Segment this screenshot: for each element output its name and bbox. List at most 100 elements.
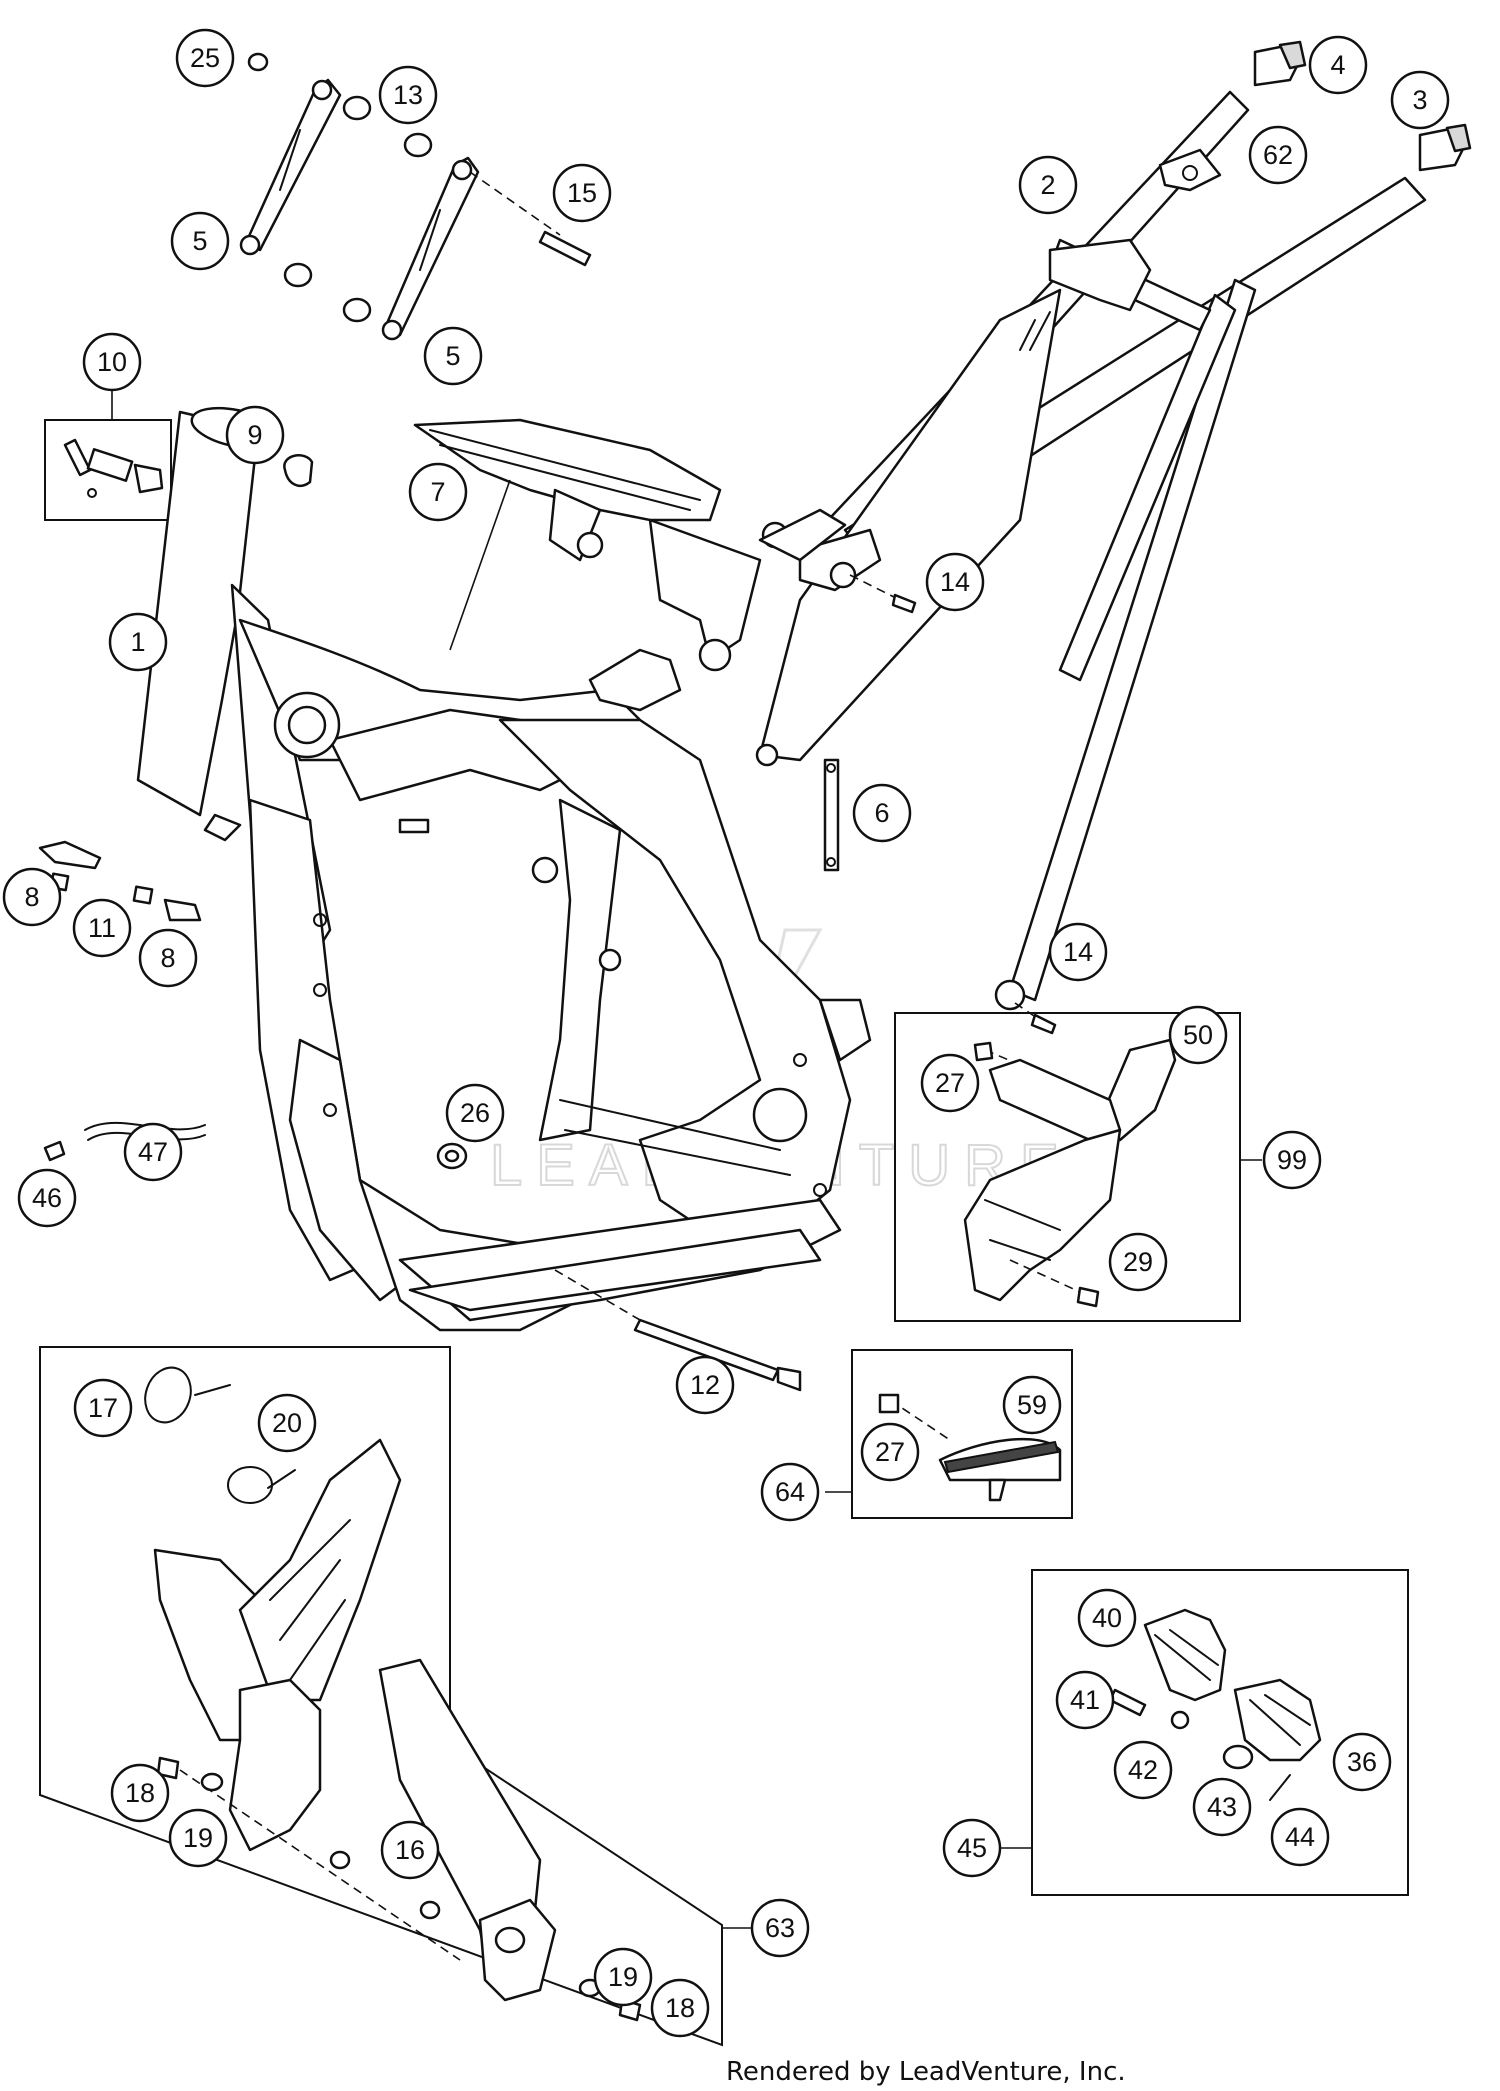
callout-15: 15 <box>552 163 612 223</box>
callout-44: 44 <box>1270 1807 1330 1867</box>
svg-text:19: 19 <box>608 1962 638 1992</box>
svg-text:8: 8 <box>24 882 39 912</box>
svg-text:46: 46 <box>32 1183 62 1213</box>
callout-9: 9 <box>225 405 285 465</box>
callout-7: 7 <box>408 462 468 522</box>
svg-text:43: 43 <box>1207 1792 1237 1822</box>
callout-11: 11 <box>72 898 132 958</box>
callout-40: 40 <box>1077 1588 1137 1648</box>
callout-62: 62 <box>1248 125 1308 185</box>
group-box-64 <box>825 1349 1073 1519</box>
svg-text:2: 2 <box>1040 170 1055 200</box>
callout-46: 46 <box>17 1168 77 1228</box>
bracket-6 <box>823 758 840 872</box>
group-box-63 <box>39 1346 752 2047</box>
long-bolt-12 <box>554 1269 802 1392</box>
cable-ties <box>144 1366 296 1504</box>
callout-2: 2 <box>1018 155 1078 215</box>
svg-text:13: 13 <box>393 80 423 110</box>
callout-6: 6 <box>852 783 912 843</box>
callout-59: 59 <box>1002 1375 1062 1435</box>
callout-18: 18 <box>650 1978 710 2038</box>
callout-36: 36 <box>1332 1732 1392 1792</box>
svg-text:59: 59 <box>1017 1390 1047 1420</box>
tank-bracket <box>413 418 762 672</box>
callout-14: 14 <box>925 552 985 612</box>
frame-guards <box>153 1438 642 2022</box>
svg-text:4: 4 <box>1330 50 1345 80</box>
callout-4: 4 <box>1308 35 1368 95</box>
callout-1: 1 <box>108 612 168 672</box>
callout-10: 10 <box>82 332 142 392</box>
svg-text:20: 20 <box>272 1408 302 1438</box>
svg-text:14: 14 <box>940 567 970 597</box>
washers-top <box>247 52 592 323</box>
svg-text:18: 18 <box>125 1778 155 1808</box>
svg-text:18: 18 <box>665 1993 695 2023</box>
svg-text:27: 27 <box>875 1437 905 1467</box>
svg-text:29: 29 <box>1123 1247 1153 1277</box>
svg-text:26: 26 <box>460 1098 490 1128</box>
callout-5: 5 <box>423 326 483 386</box>
svg-text:50: 50 <box>1183 1020 1213 1050</box>
callout-5: 5 <box>170 211 230 271</box>
svg-text:9: 9 <box>247 420 262 450</box>
svg-text:36: 36 <box>1347 1747 1377 1777</box>
svg-text:47: 47 <box>138 1137 168 1167</box>
svg-text:5: 5 <box>445 341 460 371</box>
callout-41: 41 <box>1055 1670 1115 1730</box>
callout-99: 99 <box>1262 1130 1322 1190</box>
chain-guide-assembly <box>963 1038 1177 1308</box>
callout-17: 17 <box>73 1378 133 1438</box>
callout-19: 19 <box>168 1808 228 1868</box>
svg-text:1: 1 <box>130 627 145 657</box>
svg-text:99: 99 <box>1277 1145 1307 1175</box>
svg-text:19: 19 <box>183 1823 213 1853</box>
svg-text:14: 14 <box>1063 937 1093 967</box>
svg-text:7: 7 <box>430 477 445 507</box>
callout-47: 47 <box>123 1122 183 1182</box>
svg-text:15: 15 <box>567 178 597 208</box>
callout-12: 12 <box>675 1355 735 1415</box>
callout-8: 8 <box>138 928 198 988</box>
main-frame <box>136 406 872 1332</box>
svg-text:41: 41 <box>1070 1685 1100 1715</box>
svg-text:5: 5 <box>192 226 207 256</box>
footer-credit: Rendered by LeadVenture, Inc. <box>726 2057 1126 2087</box>
chain-slider <box>878 1393 1062 1502</box>
callout-63: 63 <box>750 1898 810 1958</box>
group-box-10 <box>44 385 172 521</box>
callout-50: 50 <box>1168 1005 1228 1065</box>
svg-text:17: 17 <box>88 1393 118 1423</box>
svg-text:25: 25 <box>190 43 220 73</box>
svg-text:16: 16 <box>395 1835 425 1865</box>
callout-42: 42 <box>1113 1740 1173 1800</box>
svg-text:40: 40 <box>1092 1603 1122 1633</box>
callout-19: 19 <box>593 1947 653 2007</box>
callout-18: 18 <box>110 1763 170 1823</box>
svg-text:12: 12 <box>690 1370 720 1400</box>
callout-16: 16 <box>380 1820 440 1880</box>
svg-text:6: 6 <box>874 798 889 828</box>
frame-plugs <box>1253 40 1472 172</box>
callout-8: 8 <box>2 867 62 927</box>
callout-29: 29 <box>1108 1232 1168 1292</box>
footpeg-assembly <box>1108 1608 1322 1801</box>
hose-clamp <box>283 454 314 487</box>
svg-text:11: 11 <box>88 913 116 943</box>
group-box-45 <box>1000 1569 1409 1896</box>
svg-text:8: 8 <box>160 943 175 973</box>
callout-14: 14 <box>1048 922 1108 982</box>
callout-43: 43 <box>1192 1777 1252 1837</box>
svg-text:62: 62 <box>1263 140 1293 170</box>
callout-25: 25 <box>175 28 235 88</box>
callout-45: 45 <box>942 1818 1002 1878</box>
callout-27: 27 <box>860 1422 920 1482</box>
subframe <box>755 90 1427 1011</box>
bolts-14 <box>849 574 1057 1035</box>
linkage-upper <box>239 78 342 256</box>
svg-text:42: 42 <box>1128 1755 1158 1785</box>
callout-20: 20 <box>257 1393 317 1453</box>
svg-text:3: 3 <box>1412 85 1427 115</box>
